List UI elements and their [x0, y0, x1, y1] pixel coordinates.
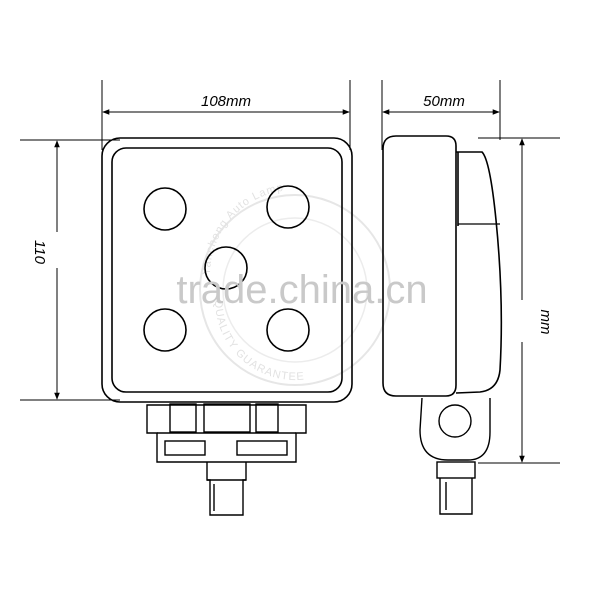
front-housing-outer [101, 137, 353, 403]
front-view [101, 137, 353, 516]
height-label-right: mm [537, 310, 554, 335]
width-label: 108mm [201, 93, 251, 110]
side-bracket [419, 397, 491, 515]
led-top-right [266, 185, 310, 229]
led-bottom-right [266, 308, 310, 352]
led-top-left [143, 187, 187, 231]
side-view [382, 135, 503, 515]
seal-top-text: Yancheng Auto Lamp [201, 182, 285, 275]
watermark-text: trade.china.cn [176, 268, 427, 312]
side-housing-back [382, 135, 457, 397]
led-bottom-left [143, 308, 187, 352]
right-height-label-bg [512, 300, 532, 342]
led-center [204, 246, 248, 290]
front-lens-inner [111, 147, 343, 393]
front-dimensions [20, 80, 351, 401]
front-bracket [146, 403, 307, 516]
side-lens-profile [455, 151, 503, 394]
height-label-left: 110 [31, 240, 48, 265]
depth-label: 50mm [423, 93, 465, 110]
height-label-bg [48, 232, 66, 268]
